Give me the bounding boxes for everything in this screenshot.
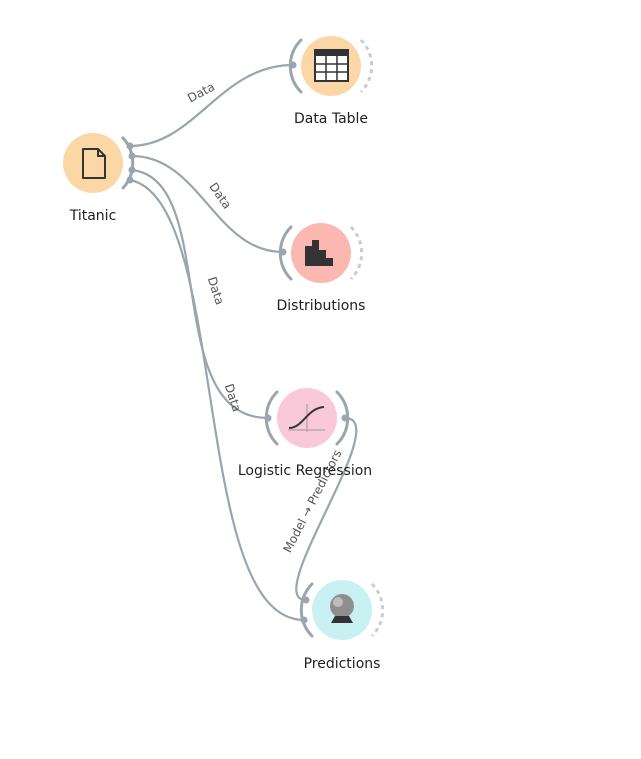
node-titanic[interactable] xyxy=(63,133,136,193)
input-port[interactable] xyxy=(279,248,287,256)
input-port[interactable] xyxy=(302,596,310,604)
table-icon xyxy=(314,49,349,82)
output-channel-arc xyxy=(121,136,135,190)
output-port[interactable] xyxy=(128,166,136,174)
histogram-icon xyxy=(305,240,333,266)
node-logistic-regression[interactable] xyxy=(264,388,350,448)
input-port[interactable] xyxy=(264,414,272,422)
node-label-titanic: Titanic xyxy=(69,208,117,224)
output-port[interactable] xyxy=(126,142,134,150)
output-port[interactable] xyxy=(128,152,136,160)
input-channel-arc xyxy=(299,582,314,638)
output-port[interactable] xyxy=(126,176,134,184)
link-titanic-datatable[interactable] xyxy=(129,63,294,148)
crystal-ball-icon xyxy=(330,594,354,623)
node-titanic-circle[interactable] xyxy=(63,133,123,193)
node-distributions[interactable] xyxy=(278,223,364,283)
output-port[interactable] xyxy=(341,414,349,422)
input-port[interactable] xyxy=(300,616,308,624)
logistic-curve-icon xyxy=(288,404,325,432)
output-channel-arc-dashed xyxy=(359,38,374,94)
file-icon xyxy=(82,148,106,179)
node-data-table[interactable] xyxy=(288,36,374,96)
links: Data Data Data Data Model → Predictors xyxy=(129,63,358,622)
link-titanic-logreg[interactable] xyxy=(131,168,269,420)
link-titanic-predictions[interactable] xyxy=(129,178,305,622)
node-label-predictions: Predictions xyxy=(303,656,381,672)
input-port[interactable] xyxy=(289,61,297,69)
output-channel-arc-dashed xyxy=(349,225,364,281)
link-logreg-predictions[interactable] xyxy=(295,416,358,602)
output-channel-arc-dashed xyxy=(370,582,385,638)
node-label-data-table: Data Table xyxy=(293,111,369,127)
link-titanic-distributions[interactable] xyxy=(131,154,284,254)
node-label-distributions: Distributions xyxy=(276,298,366,314)
node-predictions[interactable] xyxy=(299,580,385,640)
link-label-data-3: Data xyxy=(205,275,227,307)
node-label-logistic-regression: Logistic Regression xyxy=(237,463,373,479)
